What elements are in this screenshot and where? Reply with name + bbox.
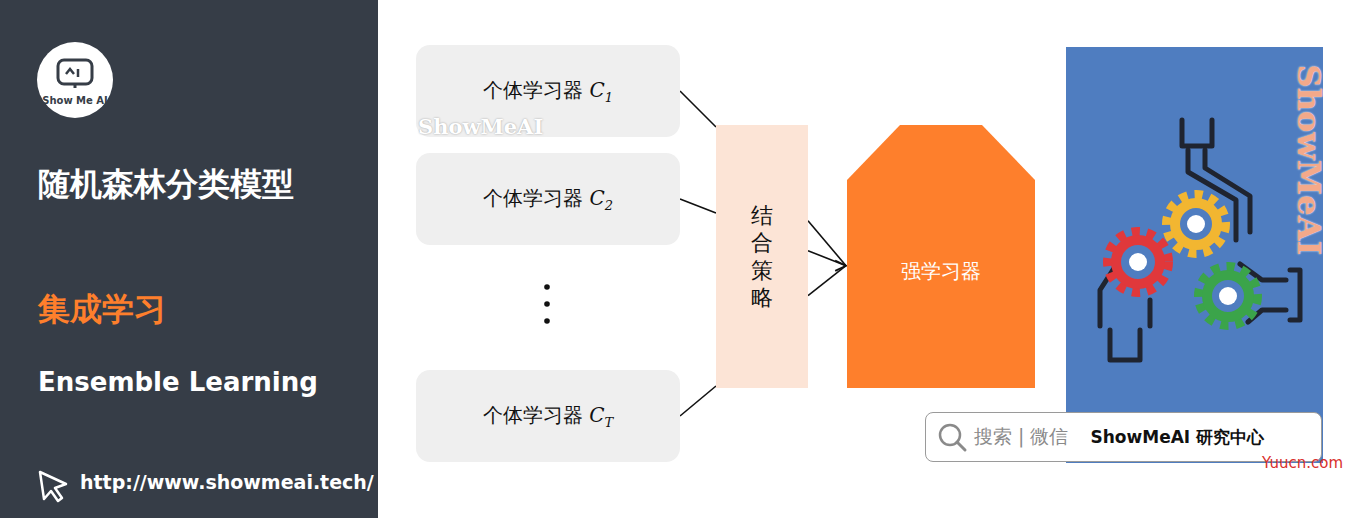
logo-stand xyxy=(74,84,77,88)
connector xyxy=(680,91,716,127)
site-url: http://www.showmeai.tech/ xyxy=(80,471,374,493)
watermark: ShowMeAI xyxy=(1290,65,1328,256)
ellipsis-dot xyxy=(544,318,550,324)
logo-text: Show Me AI xyxy=(42,95,108,106)
learner-label: 个体学习器 CT xyxy=(483,402,613,430)
learner-label: 个体学习器 C2 xyxy=(483,185,613,213)
search-hint: 搜索 | 微信 xyxy=(974,424,1068,450)
gear-green xyxy=(1199,267,1257,325)
cursor-icon xyxy=(40,472,66,501)
ellipsis-dot xyxy=(544,284,550,290)
section-subtitle: Ensemble Learning xyxy=(38,367,318,397)
logo-circle xyxy=(37,42,113,118)
gear-red xyxy=(1108,232,1168,292)
section-title: 集成学习 xyxy=(38,288,166,332)
gear-yellow xyxy=(1167,195,1225,253)
strong-learner-shape xyxy=(847,125,1035,388)
search-icon xyxy=(936,422,968,454)
page-title: 随机森林分类模型 xyxy=(38,163,294,207)
strong-learner: 强学习器 xyxy=(847,125,1035,388)
combine-box: 结合策略 xyxy=(716,125,808,388)
logo-screen xyxy=(58,60,92,84)
watermark: Yuucn.com xyxy=(1262,454,1343,472)
watermark: ShowMeAI xyxy=(418,114,543,139)
ellipsis-dot xyxy=(544,301,550,307)
connector xyxy=(808,221,846,296)
strong-label: 强学习器 xyxy=(901,258,981,285)
connector xyxy=(680,199,716,213)
learner-box: 个体学习器 C2 xyxy=(416,153,680,245)
connector xyxy=(680,386,716,416)
picture-panel xyxy=(1066,47,1323,463)
combine-label: 结合策略 xyxy=(751,202,773,312)
account-name: ShowMeAI 研究中心 xyxy=(1090,426,1264,449)
robot-arms xyxy=(1100,120,1300,360)
logo-eyes xyxy=(66,69,78,77)
learner-box: 个体学习器 CT xyxy=(416,370,680,462)
learner-label: 个体学习器 C1 xyxy=(483,77,613,105)
